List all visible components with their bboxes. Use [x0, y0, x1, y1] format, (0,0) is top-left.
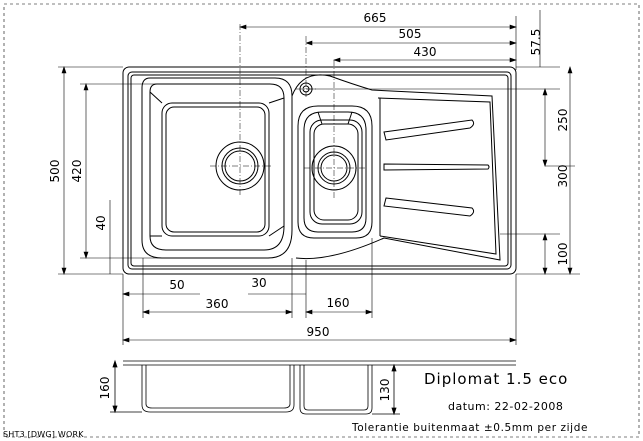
- dim-bottom-30: 30: [251, 276, 266, 290]
- dim-left-40: 40: [94, 215, 108, 230]
- dim-side-160: 160: [98, 377, 112, 400]
- tolerance-note: Tolerantie buitenmaat ±0.5mm per zijde: [351, 422, 588, 434]
- dim-side-130: 130: [378, 379, 392, 402]
- sheet-tag: SHT3 [DWG] WORK: [3, 430, 84, 439]
- dimension-lines: [58, 10, 580, 345]
- dim-bottom-50: 50: [169, 278, 184, 292]
- side-view: [110, 359, 516, 416]
- dim-left-420: 420: [70, 160, 84, 183]
- dim-right-300: 300: [556, 165, 570, 188]
- main-basin: [141, 77, 293, 259]
- dim-top-665: 665: [364, 11, 387, 25]
- center-lines: [210, 24, 366, 198]
- dim-right-250: 250: [556, 109, 570, 132]
- dim-top-505: 505: [399, 27, 422, 41]
- drawing-date: datum: 22-02-2008: [448, 400, 563, 413]
- product-title: Diplomat 1.5 eco: [424, 370, 568, 388]
- dim-top-right-57-5: 57.5: [529, 29, 543, 56]
- drainboard: [291, 74, 501, 261]
- dim-right-100: 100: [556, 243, 570, 266]
- dim-top-430: 430: [414, 45, 437, 59]
- dim-bottom-160: 160: [327, 296, 350, 310]
- dim-left-500: 500: [48, 160, 62, 183]
- small-basin: [297, 105, 373, 239]
- dim-overall-950: 950: [307, 325, 330, 339]
- dim-bottom-360: 360: [206, 297, 229, 311]
- sink-outline: [122, 66, 517, 275]
